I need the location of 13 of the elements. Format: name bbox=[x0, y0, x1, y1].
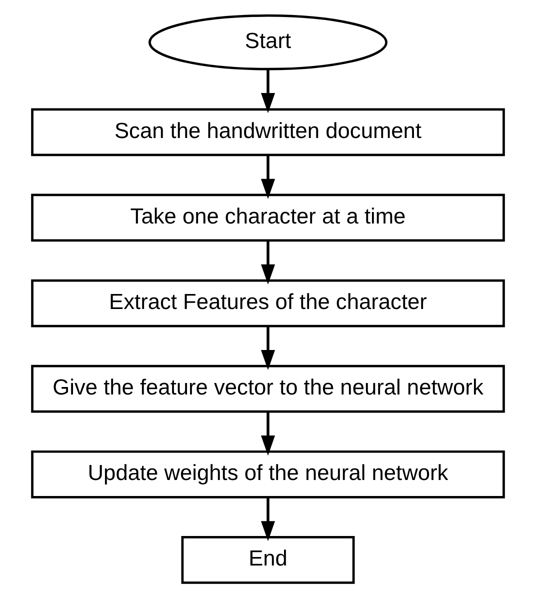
arrow bbox=[260, 412, 276, 456]
node-box: Scan the handwritten document bbox=[31, 108, 505, 156]
node-box: Update weights of the neural network bbox=[31, 450, 505, 498]
arrow bbox=[260, 156, 276, 199]
node-box: Take one character at a time bbox=[31, 194, 505, 242]
node-box: End bbox=[181, 536, 355, 584]
arrow bbox=[260, 326, 276, 370]
node-box: Extract Features of the character bbox=[31, 279, 505, 328]
node-ellipse: Start bbox=[148, 14, 388, 70]
arrow bbox=[260, 70, 276, 114]
node-box: Give the feature vector to the neural network bbox=[31, 364, 505, 413]
arrow bbox=[260, 241, 276, 284]
arrow bbox=[260, 498, 276, 542]
